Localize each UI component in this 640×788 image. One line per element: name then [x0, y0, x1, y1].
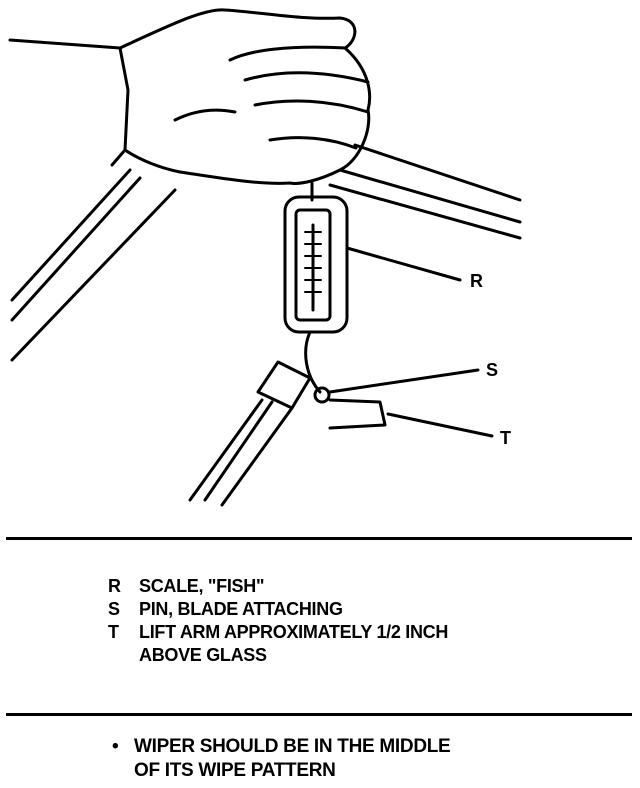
- callout-r: R: [470, 271, 483, 291]
- legend-text: SCALE, "FISH": [139, 576, 265, 596]
- divider-top: [6, 537, 632, 540]
- leader-t: [386, 412, 494, 438]
- windshield-frame: [10, 143, 522, 362]
- hand: [118, 8, 372, 185]
- note: • WIPER SHOULD BE IN THE MIDDLE OF ITS W…: [112, 735, 451, 783]
- legend-key: R: [108, 576, 121, 596]
- divider-bottom: [6, 713, 632, 716]
- wiper-arm-tension-illustration: [8, 8, 522, 507]
- legend-key: T: [108, 622, 119, 642]
- legend-text: PIN, BLADE ATTACHING: [139, 599, 343, 619]
- note-text: WIPER SHOULD BE IN THE MIDDLE OF ITS WIP…: [134, 735, 451, 783]
- fish-scale: [283, 195, 349, 334]
- leader-r: [345, 246, 462, 282]
- callout-t: T: [500, 428, 511, 448]
- legend-item-r: R SCALE, "FISH": [108, 575, 448, 598]
- blade-pin: [313, 386, 331, 404]
- legend-text-line: LIFT ARM APPROXIMATELY 1/2 INCH: [139, 622, 449, 642]
- scale-wire: [304, 330, 322, 394]
- sleeve: [8, 38, 130, 167]
- wiper-arm: [188, 360, 312, 507]
- note-line: WIPER SHOULD BE IN THE MIDDLE: [134, 736, 451, 757]
- legend-key: S: [108, 599, 120, 619]
- legend-item-s: S PIN, BLADE ATTACHING: [108, 598, 448, 621]
- legend-item-t: T LIFT ARM APPROXIMATELY 1/2 INCH ABOVE …: [108, 621, 448, 667]
- legend: R SCALE, "FISH" S PIN, BLADE ATTACHING T…: [108, 575, 448, 667]
- legend-text: LIFT ARM APPROXIMATELY 1/2 INCH ABOVE GL…: [139, 621, 448, 667]
- bullet-icon: •: [112, 736, 119, 757]
- legend-text-line: ABOVE GLASS: [139, 645, 267, 665]
- note-line: OF ITS WIPE PATTERN: [134, 760, 336, 781]
- leader-s: [328, 368, 480, 394]
- lift-arm-end: [328, 398, 387, 430]
- callout-s: S: [486, 360, 499, 380]
